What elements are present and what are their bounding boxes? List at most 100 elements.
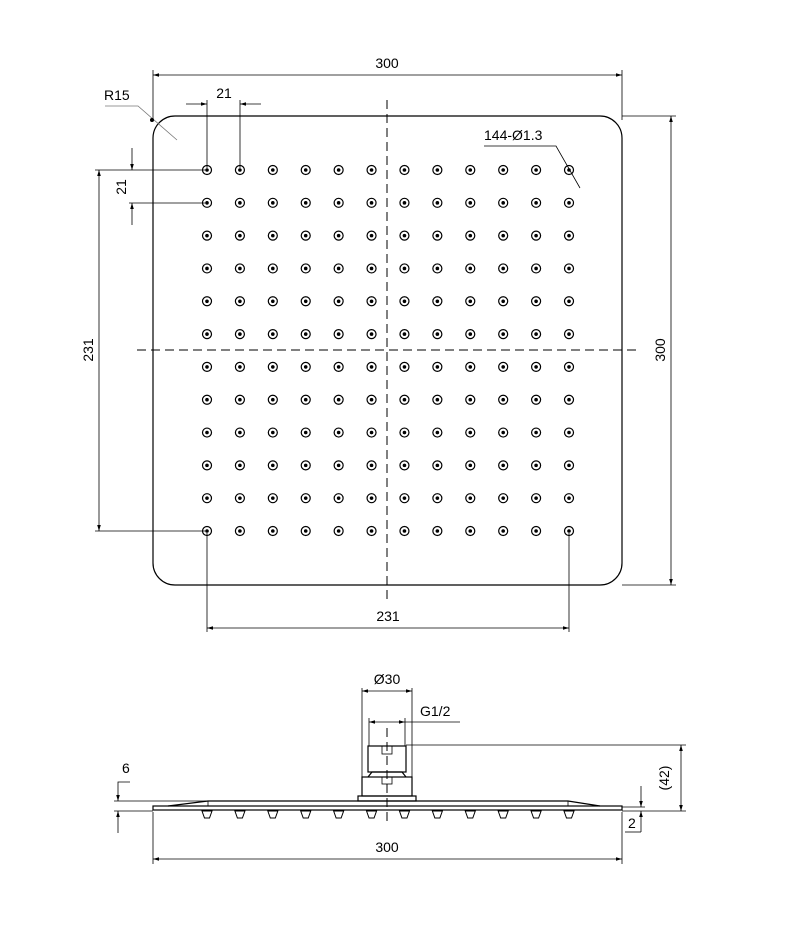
nozzle bbox=[333, 427, 344, 438]
nozzle-center bbox=[534, 463, 538, 468]
side-nozzle bbox=[201, 810, 213, 819]
nozzle-center bbox=[303, 233, 308, 238]
nozzle bbox=[465, 493, 476, 504]
dim-nozzle-note: 144-Ø1.3 bbox=[484, 127, 581, 189]
nozzle-center bbox=[205, 299, 209, 304]
nozzle bbox=[563, 230, 575, 241]
nozzle-center bbox=[534, 397, 538, 402]
nozzle-center bbox=[271, 365, 275, 369]
nozzle-center bbox=[369, 332, 374, 336]
nozzle bbox=[530, 460, 542, 471]
side-nozzle bbox=[497, 810, 509, 819]
nozzle bbox=[399, 361, 410, 373]
nozzle bbox=[234, 361, 246, 373]
nozzle bbox=[432, 197, 443, 208]
nozzle-center bbox=[303, 266, 308, 271]
nozzle bbox=[333, 296, 344, 307]
nozzle-center bbox=[468, 365, 473, 369]
nozzle-center bbox=[271, 397, 275, 402]
nozzle bbox=[399, 460, 410, 471]
nozzle bbox=[267, 328, 278, 340]
nozzle bbox=[234, 328, 246, 340]
nozzle-center bbox=[238, 168, 242, 172]
nozzle-center bbox=[271, 201, 275, 205]
nozzle-center bbox=[238, 463, 242, 468]
nozzle-center bbox=[534, 299, 538, 304]
nozzle bbox=[333, 328, 344, 340]
nozzle bbox=[498, 263, 509, 274]
nozzle-center bbox=[567, 266, 571, 271]
nozzle-center bbox=[336, 233, 341, 238]
nozzle-center bbox=[501, 496, 505, 500]
nozzle-center bbox=[271, 529, 275, 533]
nozzle-center bbox=[271, 430, 275, 435]
nozzle bbox=[530, 230, 542, 241]
side-nozzle bbox=[398, 810, 411, 819]
nozzle-center bbox=[501, 299, 505, 304]
nozzle bbox=[563, 493, 575, 504]
nozzle-center bbox=[303, 332, 308, 336]
dim-overall-width: 300 bbox=[152, 812, 623, 864]
nozzle-center bbox=[336, 266, 341, 271]
nozzle-center bbox=[501, 201, 505, 205]
dim-label: 300 bbox=[652, 338, 668, 362]
nozzle bbox=[432, 328, 443, 340]
nozzle-center bbox=[303, 430, 308, 435]
nozzle bbox=[563, 460, 575, 471]
nozzle-center bbox=[435, 529, 440, 533]
nozzle-center bbox=[468, 529, 473, 533]
nozzle-center bbox=[534, 201, 538, 205]
dim-label: (42) bbox=[656, 766, 672, 791]
nozzle-center bbox=[271, 168, 275, 172]
dim-span-y: 231 bbox=[80, 170, 205, 532]
nozzle bbox=[563, 427, 575, 438]
dim-spacing-x: 21 bbox=[186, 85, 261, 168]
nozzle-center bbox=[303, 201, 308, 205]
nozzle-center bbox=[369, 201, 374, 205]
nozzle-center bbox=[402, 496, 407, 500]
dim-label: 231 bbox=[376, 608, 400, 624]
nozzle bbox=[366, 197, 377, 208]
nozzle bbox=[201, 493, 213, 504]
nozzle bbox=[333, 263, 344, 274]
nozzle-center bbox=[238, 397, 242, 402]
nozzle-center bbox=[303, 397, 308, 402]
nozzle bbox=[465, 394, 476, 405]
nozzle bbox=[234, 296, 246, 307]
nozzle bbox=[530, 164, 542, 176]
nozzle bbox=[465, 164, 476, 176]
nozzle bbox=[432, 493, 443, 504]
nozzle bbox=[432, 230, 443, 241]
nozzle-center bbox=[303, 529, 308, 533]
nozzle bbox=[300, 328, 311, 340]
dim-label: 21 bbox=[113, 179, 129, 195]
nozzle bbox=[234, 493, 246, 504]
nozzle bbox=[366, 361, 377, 373]
nozzle-center bbox=[238, 201, 242, 205]
nozzle-center bbox=[271, 233, 275, 238]
nozzle bbox=[530, 296, 542, 307]
nozzle-center bbox=[336, 365, 341, 369]
nozzle bbox=[333, 361, 344, 373]
nozzle-center bbox=[501, 332, 505, 336]
nozzle-center bbox=[369, 299, 374, 304]
nozzle-center bbox=[336, 299, 341, 304]
nozzle-center bbox=[402, 463, 407, 468]
nozzle-center bbox=[402, 332, 407, 336]
nozzle bbox=[563, 394, 575, 405]
nozzle bbox=[201, 328, 213, 340]
nozzle bbox=[563, 361, 575, 373]
nozzle-center bbox=[567, 397, 571, 402]
nozzle bbox=[333, 394, 344, 405]
nozzle bbox=[563, 263, 575, 274]
dim-label: 300 bbox=[375, 55, 399, 71]
dim-label: 2 bbox=[628, 815, 636, 831]
nozzle-center bbox=[402, 233, 407, 238]
nozzle bbox=[366, 263, 377, 274]
nozzle bbox=[234, 460, 246, 471]
dim-label: 6 bbox=[122, 760, 130, 776]
nozzle bbox=[498, 493, 509, 504]
nozzle bbox=[399, 296, 410, 307]
nozzle bbox=[530, 263, 542, 274]
